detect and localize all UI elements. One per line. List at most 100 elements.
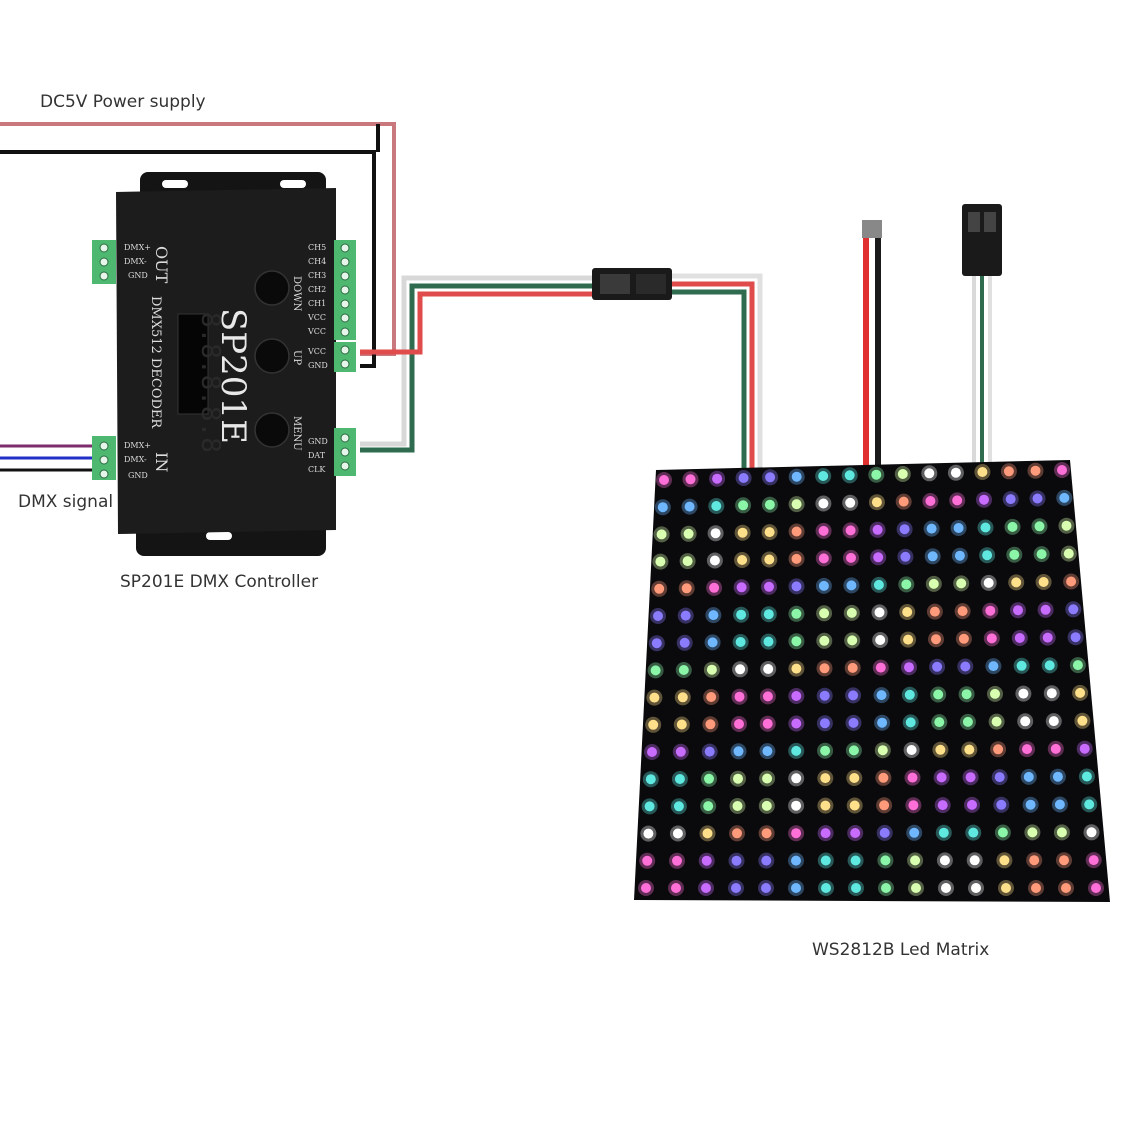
led-pixel [953,523,964,533]
led-pixel [731,855,742,866]
led-pixel [709,582,720,593]
led-pixel [820,855,831,866]
led-pixel [764,527,775,538]
led-pixel [847,635,858,646]
led-pixel [971,883,981,893]
pin-ch4: CH4 [308,257,326,266]
terminal-screw [340,285,350,295]
data-pin-gnd: GND [308,437,328,446]
led-pixel [791,883,801,893]
led-pixel [877,745,888,756]
led-pixel [819,690,830,701]
terminal-screw [99,469,109,479]
led-pixel [850,828,861,838]
led-pixel [938,827,949,838]
led-pixel [1011,577,1022,588]
led-pixel [844,470,855,481]
in-pin-dmx-plus: DMX+ [124,441,151,450]
led-pixel [927,551,938,562]
in-pin-dmx-minus: DMX- [124,455,147,464]
led-pixel [1042,632,1053,643]
led-pixel [1025,799,1036,810]
led-pixel [846,580,857,591]
led-pixel [985,605,996,616]
led-pixel [935,744,946,755]
led-pixel [924,468,935,479]
led-pixel [738,500,749,511]
terminal-screw [99,243,109,253]
led-pixel [1013,605,1023,616]
led-pixel [1075,687,1086,698]
led-pixel [1031,883,1041,893]
led-pixel [653,611,663,621]
power-pin-vcc: VCC [307,347,326,356]
menu-button[interactable] [254,412,290,448]
pin-ch2: CH2 [308,285,326,294]
led-pixel [764,581,774,592]
terminal-screw [340,243,350,253]
led-grid [638,462,1104,896]
decoder-label: DMX512 DECODER [148,296,163,429]
led-pixel [1034,521,1045,532]
matrix-wire-red [672,281,755,468]
led-pixel [763,664,774,674]
led-pixel [1068,604,1079,615]
led-pixel [993,744,1004,755]
led-pixel [956,578,967,589]
controller-label: SP201E DMX Controller [120,572,319,592]
led-pixel [950,467,961,478]
led-pixel [818,498,829,509]
led-pixel [791,499,802,510]
out-pin-dmx-minus: DMX- [124,257,147,266]
led-pixel [681,583,692,594]
led-pixel [880,855,891,866]
led-pixel [1052,771,1063,782]
pin-ch5: CH5 [308,243,326,252]
led-pixel [1077,715,1088,726]
led-pixel [683,528,694,539]
led-pixel [846,607,857,618]
led-pixel [733,746,744,757]
led-pixel [674,774,685,784]
led-pixel [738,473,749,483]
led-pixel [732,828,742,839]
led-pixel [994,772,1005,783]
led-pixel [1048,716,1059,727]
led-pixel [731,883,741,893]
pin-ch1: CH1 [308,299,326,308]
led-matrix-panel [634,460,1110,902]
led-pixel [941,883,951,893]
led-pixel [761,855,772,866]
led-pixel [1061,520,1072,531]
led-pixel [875,635,886,645]
led-pixel [765,472,776,483]
up-button[interactable] [254,338,290,374]
led-pixel [1063,548,1074,559]
led-pixel [703,801,714,812]
led-pixel [878,772,889,783]
power-supply-label: DC5V Power supply [40,92,206,112]
led-pixel [906,745,917,755]
led-pixel [1022,744,1032,755]
led-pixel [908,800,919,811]
seven-segment-display [177,313,209,415]
led-pixel [939,855,950,866]
led-pixel [1020,716,1031,727]
led-pixel [849,773,860,783]
led-pixel [873,579,884,590]
led-pixel [701,855,712,866]
led-pixel [871,469,882,480]
led-pixel [881,883,891,893]
led-pixel [679,637,690,648]
led-pixel [650,665,661,676]
menu-button-label: MENU [291,416,302,451]
led-pixel [1070,632,1081,643]
power-terminal [334,342,356,372]
down-button[interactable] [254,270,290,306]
led-pixel [1016,660,1027,671]
led-pixel [1014,633,1025,643]
led-pixel [1056,827,1067,838]
led-pixel [1059,492,1070,503]
led-pixel [819,663,830,674]
led-pixel [1018,688,1029,699]
